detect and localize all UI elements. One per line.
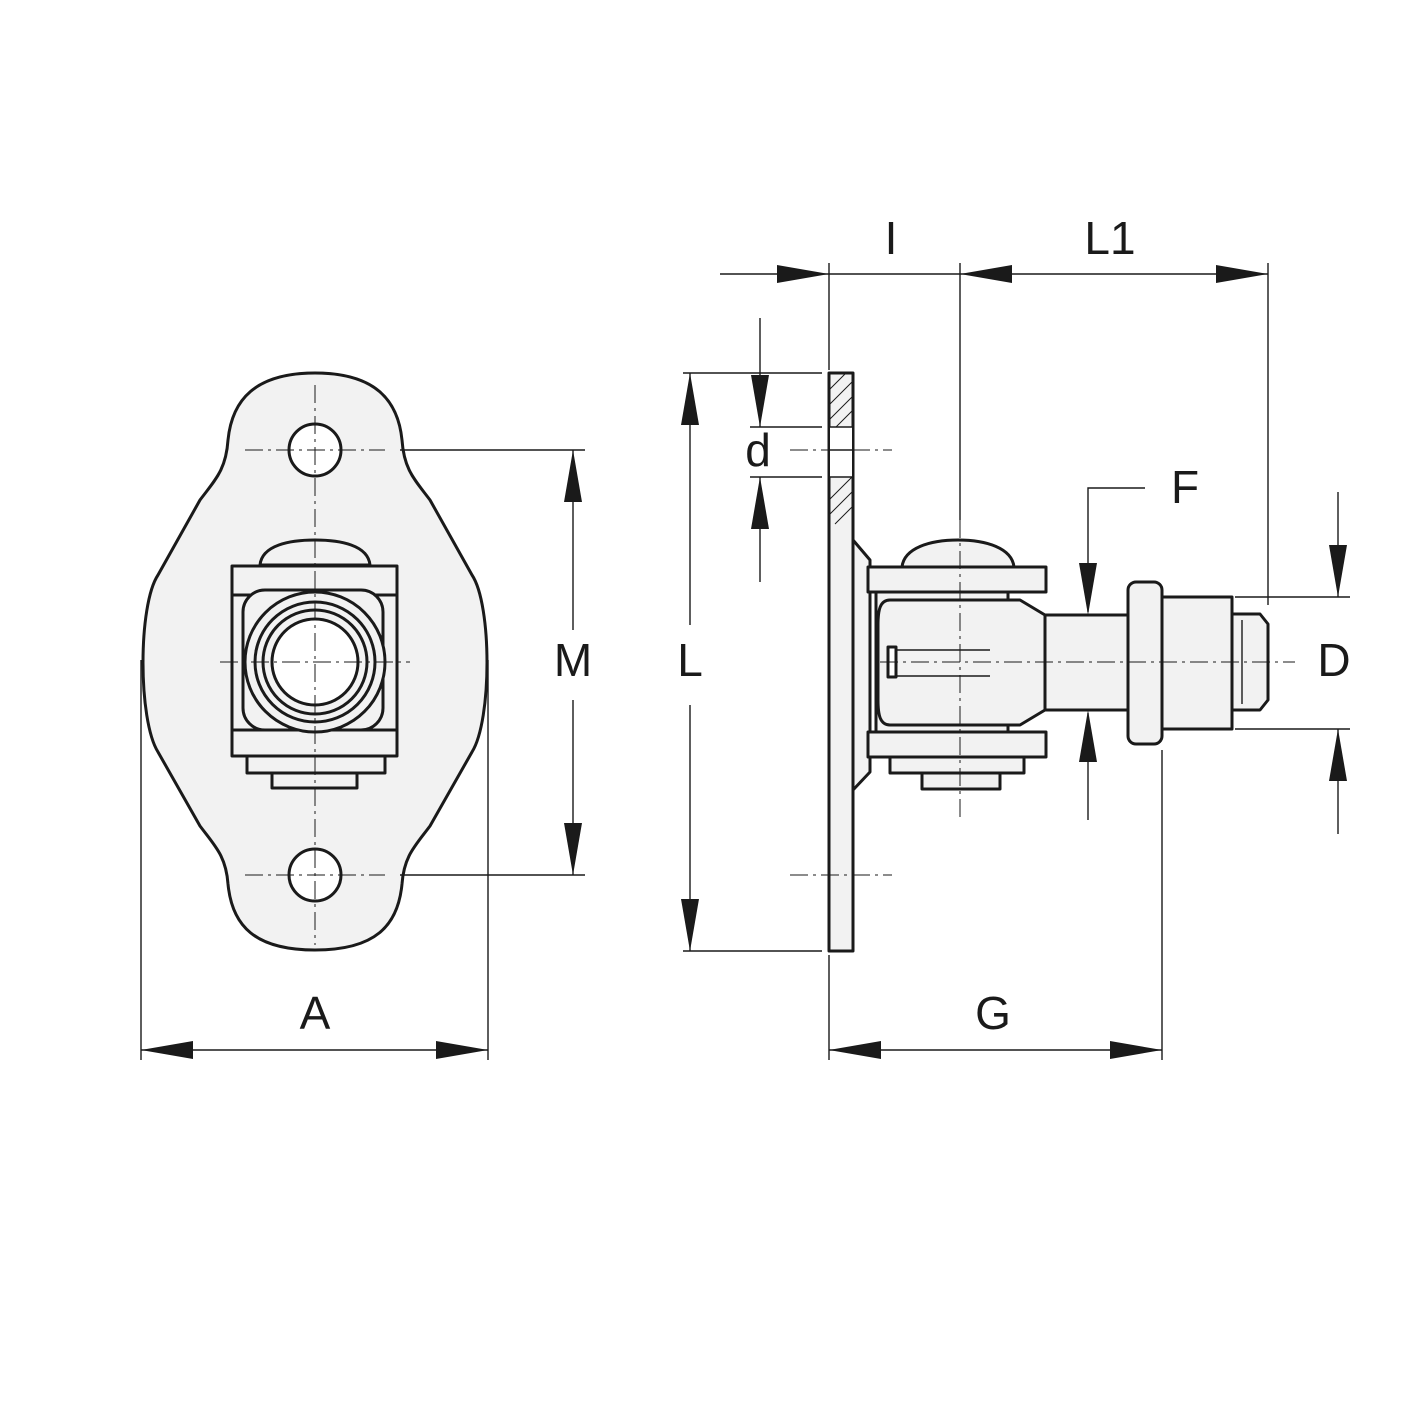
side-bottom-washer <box>888 755 1026 775</box>
dimension-L: L <box>677 372 822 952</box>
side-bracket-bottom <box>866 730 1048 759</box>
label-G: G <box>975 987 1011 1039</box>
side-bracket-top <box>866 565 1048 594</box>
front-view <box>141 371 489 952</box>
label-L: L <box>677 634 703 686</box>
hinge-pin-head <box>876 598 1047 727</box>
label-d: d <box>745 424 771 476</box>
collar <box>1126 580 1164 746</box>
dimension-I-L1: I L1 <box>720 212 1269 605</box>
pin-tip <box>1230 612 1270 712</box>
label-M: M <box>554 634 592 686</box>
dimension-G: G <box>828 750 1163 1060</box>
threaded-shaft <box>1043 613 1132 712</box>
weld-seam <box>851 538 872 792</box>
side-top-nut <box>900 538 1016 569</box>
dimension-d: d <box>745 318 822 582</box>
dimension-D: D <box>1235 492 1351 834</box>
label-F: F <box>1171 461 1199 513</box>
label-A: A <box>300 987 331 1039</box>
dimension-F: F <box>1079 461 1199 820</box>
label-D: D <box>1317 634 1350 686</box>
label-L1: L1 <box>1084 212 1135 264</box>
pin-shaft-end <box>1160 595 1234 731</box>
dimension-M: M <box>400 449 592 876</box>
label-I: I <box>885 212 898 264</box>
section-hatching <box>828 372 854 525</box>
side-view <box>790 371 1295 953</box>
front-bottom-washer <box>245 754 387 775</box>
side-bottom-nut <box>920 771 1002 791</box>
dimension-A: A <box>140 660 489 1060</box>
